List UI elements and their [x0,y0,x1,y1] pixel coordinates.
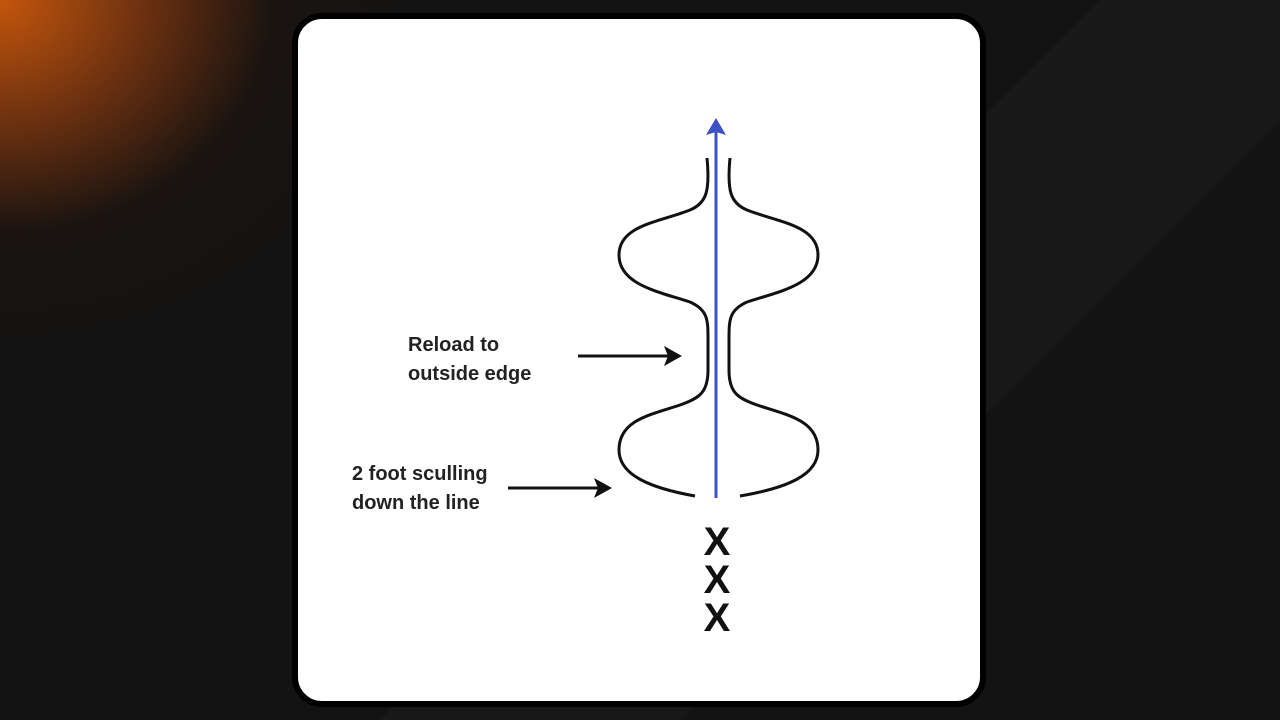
sculling-label: 2 foot sculling down the line [352,460,488,518]
diagram-card [292,13,986,707]
reload-label: Reload to outside edge [408,331,531,389]
direction-arrowhead-icon [706,118,726,135]
sculling-label-line: down the line [352,492,480,514]
cone-marker: X [704,520,731,564]
reload-pointer-arrowhead-icon [664,346,682,366]
cone-marker: X [704,596,731,640]
sculling-pointer-arrowhead-icon [594,478,612,498]
sculling-label-line: 2 foot sculling [352,463,488,485]
reload-label-line: outside edge [408,363,532,385]
right-cone-line [727,157,820,498]
reload-label-line: Reload to [408,334,500,356]
left-cone-line [617,157,710,498]
cone-marker: X [704,558,731,602]
